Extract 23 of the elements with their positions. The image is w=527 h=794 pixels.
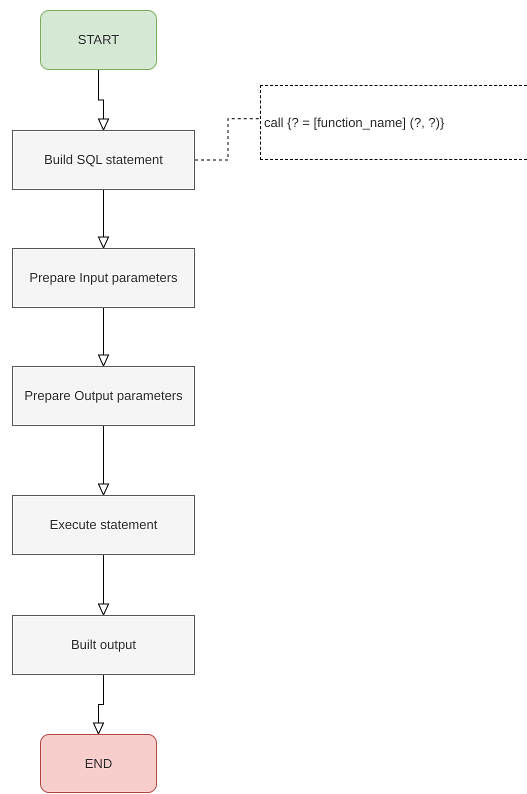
arrow — [98, 190, 109, 248]
node-label: Prepare Output parameters — [23, 388, 184, 404]
arrow — [98, 308, 109, 366]
process-box — [12, 130, 195, 190]
annotation-bracket — [260, 85, 527, 160]
process-box — [12, 495, 195, 555]
end-terminal — [40, 734, 157, 793]
arrow — [98, 426, 109, 496]
process-box — [12, 615, 195, 675]
node-label: END — [84, 756, 114, 772]
node-label: START — [76, 32, 120, 48]
start-terminal — [40, 10, 157, 70]
arrow — [98, 554, 109, 616]
arrow — [93, 674, 104, 734]
process-box — [12, 248, 195, 308]
node-label: Build SQL statement — [43, 152, 164, 168]
process-box — [12, 366, 195, 426]
arrow — [98, 70, 109, 130]
node-label: Execute statement — [48, 517, 158, 533]
dashed-connector — [194, 118, 260, 160]
node-label: Prepare Input parameters — [28, 270, 179, 286]
annotation-text: call {? = [function_name] (?, ?)} — [263, 114, 444, 130]
node-label: Built output — [70, 637, 138, 653]
